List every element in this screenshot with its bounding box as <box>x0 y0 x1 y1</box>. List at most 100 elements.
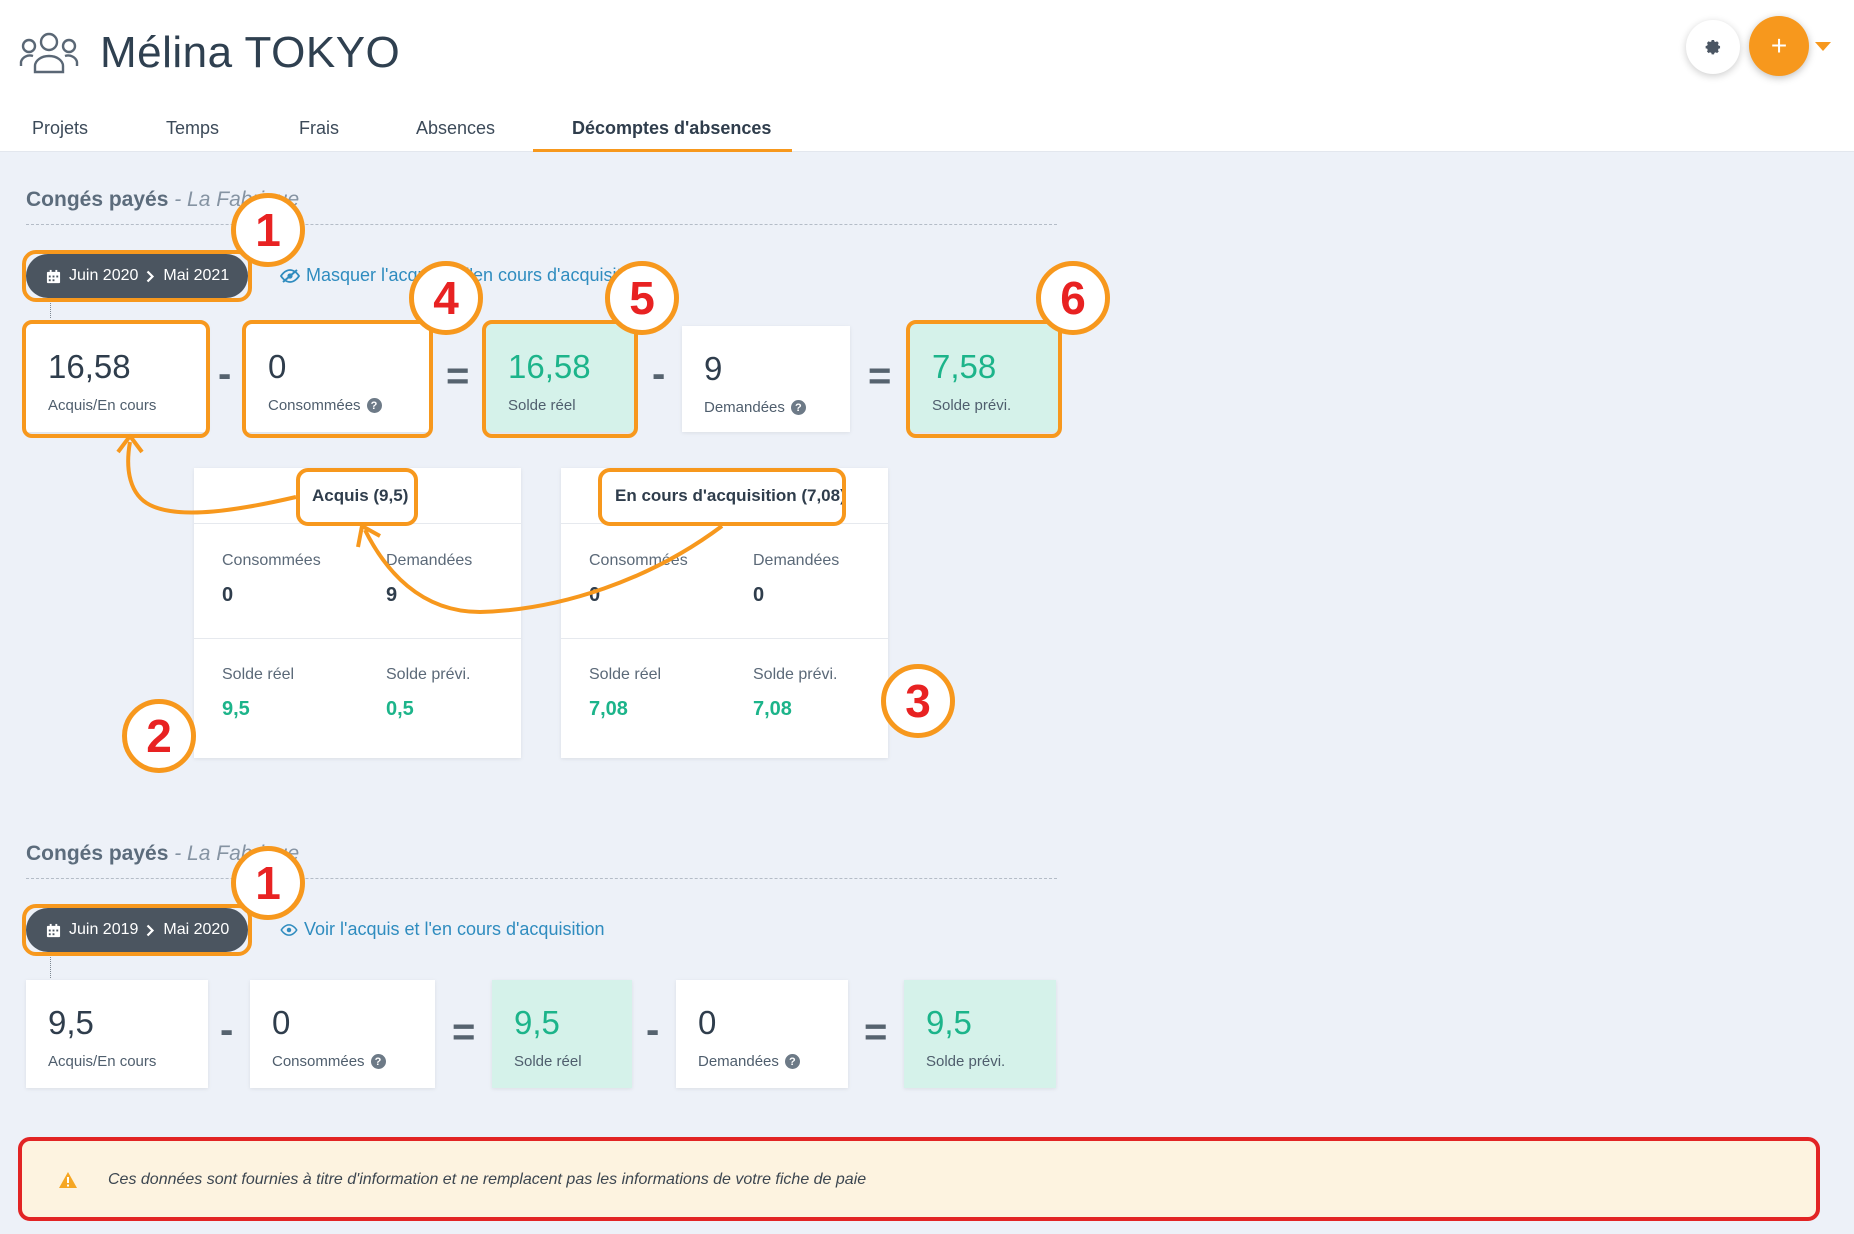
help-icon[interactable]: ? <box>784 1054 800 1069</box>
solde-reel-card: 16,58 Solde réel <box>486 324 634 432</box>
demandees-value: 0 <box>753 584 765 606</box>
solde-reel-card: 9,5 Solde réel <box>492 980 632 1088</box>
acquis-label: Acquis/En cours <box>48 1053 157 1070</box>
toggle-label: Masquer l'acquis et l'en cours d'acquisi… <box>306 265 646 285</box>
demandees-label: Demandées <box>698 1053 779 1070</box>
annotation-marker-1: 1 <box>231 193 305 267</box>
demandees-label: Demandées <box>753 552 840 569</box>
period-from: Juin 2020 <box>69 267 139 284</box>
solde-reel-label: Solde réel <box>222 666 295 683</box>
annotation-marker-4: 4 <box>409 261 483 335</box>
highlight-solde-previ-card <box>906 320 1062 438</box>
demandees-value: 9 <box>704 350 723 387</box>
demandees-label: Demandées <box>386 552 473 569</box>
chevron-down-icon[interactable] <box>1815 42 1831 51</box>
active-tab-indicator <box>533 149 792 152</box>
calendar-icon <box>46 923 61 937</box>
solde-previ-value: 7,58 <box>932 348 997 385</box>
chevron-right-icon <box>147 270 155 282</box>
demandees-label-row: Demandées? <box>704 399 806 416</box>
page-title: Mélina TOKYO <box>100 28 401 77</box>
help-icon[interactable]: ? <box>370 1054 386 1069</box>
info-alert: Ces données sont fournies à titre d'info… <box>18 1137 1820 1221</box>
annotation-marker-6: 6 <box>1036 261 1110 335</box>
minus-operator: - <box>646 1008 660 1052</box>
minus-operator: - <box>220 1008 234 1052</box>
period-from: Juin 2019 <box>69 921 139 938</box>
annotation-marker-3: 3 <box>881 664 955 738</box>
consommees-card: 0 Consommées? <box>246 324 429 432</box>
alert-message: Ces données sont fournies à titre d'info… <box>108 1171 867 1188</box>
chevron-right-icon <box>147 924 155 936</box>
period-to: Mai 2021 <box>163 267 230 284</box>
tab-projets[interactable]: Projets <box>32 118 89 138</box>
solde-previ-label: Solde prévi. <box>753 666 838 683</box>
solde-reel-value: 9,5 <box>222 698 250 720</box>
solde-reel-label: Solde réel <box>508 397 576 414</box>
demandees-value: 9 <box>386 584 398 606</box>
solde-previ-card: 9,5 Solde prévi. <box>904 980 1056 1088</box>
highlight-solde-reel-card <box>482 320 638 438</box>
hide-acquis-toggle[interactable]: Masquer l'acquis et l'en cours d'acquisi… <box>280 265 646 286</box>
annotation-marker-5: 5 <box>605 261 679 335</box>
highlight-acquis-card <box>22 320 210 438</box>
highlight-period <box>22 904 252 956</box>
section-title-label: Congés payés <box>26 842 169 865</box>
highlight-acquis-title <box>296 468 418 526</box>
solde-previ-value: 0,5 <box>386 698 414 720</box>
eye-slash-icon <box>280 268 300 283</box>
panel-title: En cours d'acquisition (7,08) <box>615 486 846 505</box>
add-button[interactable]: + <box>1749 16 1809 76</box>
demandees-value: 0 <box>698 1004 717 1041</box>
equals-operator: = <box>864 1010 888 1054</box>
solde-reel-value: 16,58 <box>508 348 591 385</box>
tab-frais[interactable]: Frais <box>299 118 339 138</box>
tab-temps[interactable]: Temps <box>166 118 220 138</box>
annotation-marker-1: 1 <box>231 846 305 920</box>
timeline-connector <box>50 298 51 318</box>
demandees-card: 0 Demandées? <box>676 980 848 1088</box>
panel-divider <box>561 638 888 639</box>
solde-previ-value: 7,08 <box>753 698 792 720</box>
period-to: Mai 2020 <box>163 921 230 938</box>
consommees-value: 0 <box>222 584 234 606</box>
eye-icon <box>280 923 298 936</box>
acquis-value: 9,5 <box>48 1004 94 1041</box>
period-selector[interactable]: Juin 2020 Mai 2021 <box>26 254 248 298</box>
solde-previ-label: Solde prévi. <box>932 397 1012 414</box>
equals-operator: = <box>868 354 892 398</box>
solde-reel-value: 7,08 <box>589 698 628 720</box>
consommees-value: 0 <box>268 348 287 385</box>
help-icon[interactable]: ? <box>790 400 806 415</box>
demandees-label-row: Demandées? <box>698 1053 800 1070</box>
consommees-label-row: Consommées? <box>268 397 382 414</box>
solde-previ-value: 9,5 <box>926 1004 972 1041</box>
help-icon[interactable]: ? <box>366 398 382 413</box>
acquis-label: Acquis/En cours <box>48 397 157 414</box>
calendar-icon <box>46 269 61 283</box>
highlight-en-cours-title <box>598 468 846 526</box>
solde-reel-label: Solde réel <box>514 1053 582 1070</box>
consommees-value: 0 <box>272 1004 291 1041</box>
consommees-label: Consommées <box>222 552 321 569</box>
toggle-label: Voir l'acquis et l'en cours d'acquisitio… <box>304 919 605 939</box>
consommees-label: Consommées <box>268 397 361 414</box>
highlight-period <box>22 250 252 302</box>
period-selector[interactable]: Juin 2019 Mai 2020 <box>26 908 248 952</box>
acquis-card: 9,5 Acquis/En cours <box>26 980 208 1088</box>
solde-previ-card: 7,58 Solde prévi. <box>910 324 1058 432</box>
annotation-marker-2: 2 <box>122 699 196 773</box>
tab-absences[interactable]: Absences <box>416 118 496 138</box>
timeline-connector <box>50 952 51 978</box>
settings-button[interactable] <box>1686 20 1740 74</box>
show-acquis-toggle[interactable]: Voir l'acquis et l'en cours d'acquisitio… <box>280 919 604 940</box>
highlight-consommees-card <box>242 320 433 438</box>
demandees-card: 9 Demandées? <box>682 326 850 432</box>
section-divider <box>26 878 1057 879</box>
tab-decomptes-absences[interactable]: Décomptes d'absences <box>572 118 772 138</box>
acquis-value: 16,58 <box>48 348 131 385</box>
minus-operator: - <box>652 352 666 396</box>
consommees-label-row: Consommées? <box>272 1053 386 1070</box>
warning-icon <box>59 1172 77 1188</box>
panel-title: Acquis (9,5) <box>312 486 409 505</box>
